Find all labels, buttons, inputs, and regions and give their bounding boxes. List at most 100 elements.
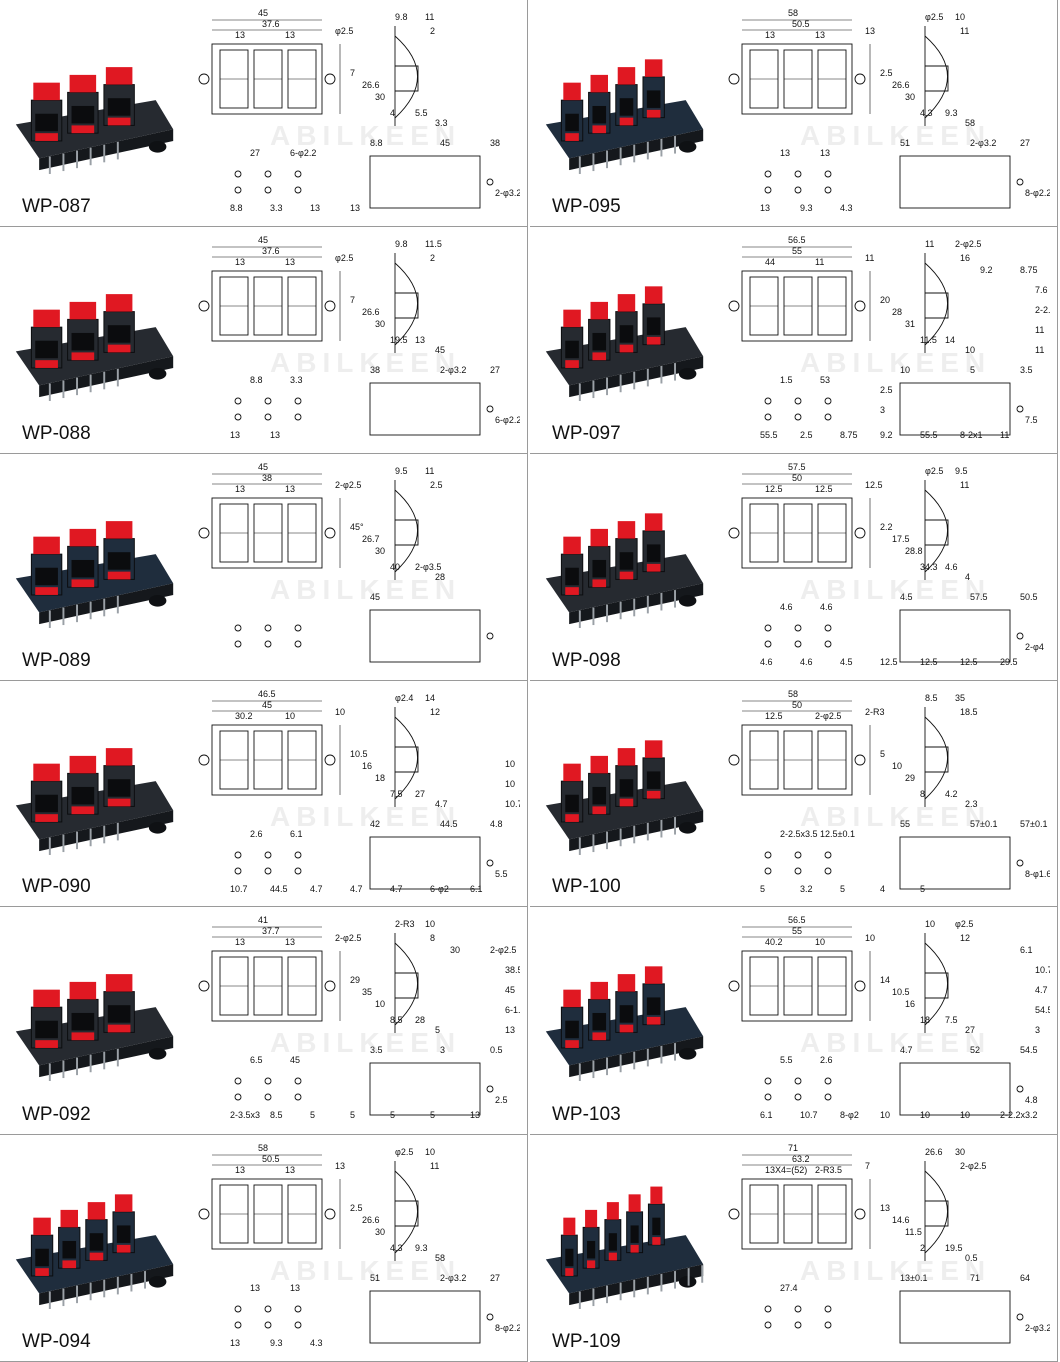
connector-photo <box>545 740 704 855</box>
dimension-label: 4.6 <box>780 602 793 612</box>
dimension-label: 2.5 <box>880 68 893 78</box>
dimension-label: 2 <box>430 26 435 36</box>
mount-hole <box>324 1208 336 1220</box>
mount-tab <box>678 367 697 380</box>
red-clip <box>617 67 636 85</box>
dimension-label: 4.6 <box>820 602 833 612</box>
connector-photo-group <box>15 521 174 628</box>
dimension-label: 28 <box>892 307 902 317</box>
side-view-outline <box>924 1161 949 1261</box>
watermark: ABILKEEN <box>270 1027 462 1058</box>
solder-pin <box>89 374 92 393</box>
side-view-outline <box>394 707 419 807</box>
dimension-label: 10 <box>335 707 345 717</box>
solder-pin <box>103 825 106 844</box>
red-clip <box>33 309 60 328</box>
dimension-label: 13 <box>415 335 425 345</box>
pcb-hole <box>764 867 772 875</box>
dimension-label: 64 <box>1020 1273 1030 1283</box>
dimension-label: 55.5 <box>760 430 778 440</box>
top-view-outline <box>211 950 323 1022</box>
red-clip <box>105 67 133 85</box>
dimension-label: 44.5 <box>440 819 458 829</box>
dimension-label: 13 <box>760 203 770 213</box>
dimension-label: 2.5 <box>350 1203 363 1213</box>
solder-pin <box>89 1054 92 1073</box>
red-clip <box>563 763 581 782</box>
dimension-label: 12.5 <box>765 711 783 721</box>
solder-pin <box>606 604 608 623</box>
red-clip-lower <box>35 133 58 141</box>
dimension-label: 10 <box>920 1110 930 1120</box>
solder-pin <box>701 1265 704 1283</box>
dimension-label: 3.2 <box>800 884 813 894</box>
dimension-label: 29 <box>905 773 915 783</box>
dimension-label: 11.5 <box>425 239 442 249</box>
pcb-hole <box>234 624 242 632</box>
mount-hole <box>854 73 866 85</box>
dimension-label: 30 <box>955 1147 965 1157</box>
mount-hole <box>728 73 740 85</box>
red-clip-lower <box>71 125 95 134</box>
dimension-label: 6-1.8x1 <box>505 1005 520 1015</box>
dimension-label: 42 <box>370 819 380 829</box>
pcb-hole <box>294 397 302 405</box>
dimension-label: 12.5 <box>920 657 938 667</box>
dimension-label: 13 <box>235 1165 245 1175</box>
mount-hole <box>854 754 866 766</box>
wire-hole <box>652 1217 661 1236</box>
mount-hole <box>324 980 336 992</box>
red-clip-lower <box>592 579 607 588</box>
solder-pin <box>660 1274 663 1292</box>
wire-hole <box>107 779 131 797</box>
connector-photo-group <box>15 974 174 1081</box>
model-label: WP-100 <box>552 876 621 897</box>
side-view-outline <box>394 26 419 126</box>
pcb-hole <box>234 413 242 421</box>
solder-pin <box>116 1276 119 1295</box>
solder-pin <box>619 147 622 166</box>
wire-hole <box>592 559 607 578</box>
solder-pin <box>660 1046 663 1064</box>
wire-hole <box>35 567 58 586</box>
dimension-label: 54.5 <box>1035 1005 1050 1015</box>
dimension-label: 4.5 <box>840 657 853 667</box>
pcb-hole <box>794 1305 802 1313</box>
panel-cutout <box>369 1062 481 1116</box>
dimension-label: 20 <box>880 295 890 305</box>
wire-hole <box>565 1248 574 1267</box>
dimension-label: 2-φ2.5 <box>815 711 841 721</box>
watermark: ABILKEEN <box>800 347 992 378</box>
dimension-label: 5 <box>880 749 885 759</box>
pcb-hole <box>234 397 242 405</box>
red-clip-lower <box>619 117 634 126</box>
dimension-label: 56.5 <box>788 235 806 245</box>
watermark: ABILKEEN <box>800 801 992 832</box>
solder-pin <box>592 1060 595 1079</box>
dimension-label: 55.5 <box>920 430 938 440</box>
red-clip-lower <box>619 344 634 353</box>
red-clip <box>617 748 636 766</box>
cutout-hole <box>486 405 494 413</box>
top-view-outline <box>741 950 853 1022</box>
wire-hole <box>107 1005 131 1023</box>
dimension-label: 13 <box>285 1165 295 1175</box>
solder-pin <box>646 141 649 160</box>
red-clip <box>590 301 608 320</box>
pcb-hole <box>234 1093 242 1101</box>
pcb-hole <box>824 1305 832 1313</box>
dimension-label: 2-φ3.2 <box>495 188 520 198</box>
solder-pin <box>144 1271 146 1289</box>
dimension-label: 44 <box>765 257 775 267</box>
solder-pin <box>103 371 106 390</box>
red-clip-lower <box>107 344 131 353</box>
dimension-label: 6.1 <box>760 1110 773 1120</box>
red-clip-lower <box>107 1024 131 1033</box>
dimension-label: 4.2 <box>945 789 958 799</box>
pcb-hole <box>764 1077 772 1085</box>
pcb-hole <box>234 867 242 875</box>
red-clip <box>590 74 608 93</box>
dimension-label: 27 <box>250 148 260 158</box>
pcb-hole <box>294 186 302 194</box>
top-view-outline <box>211 1178 323 1250</box>
